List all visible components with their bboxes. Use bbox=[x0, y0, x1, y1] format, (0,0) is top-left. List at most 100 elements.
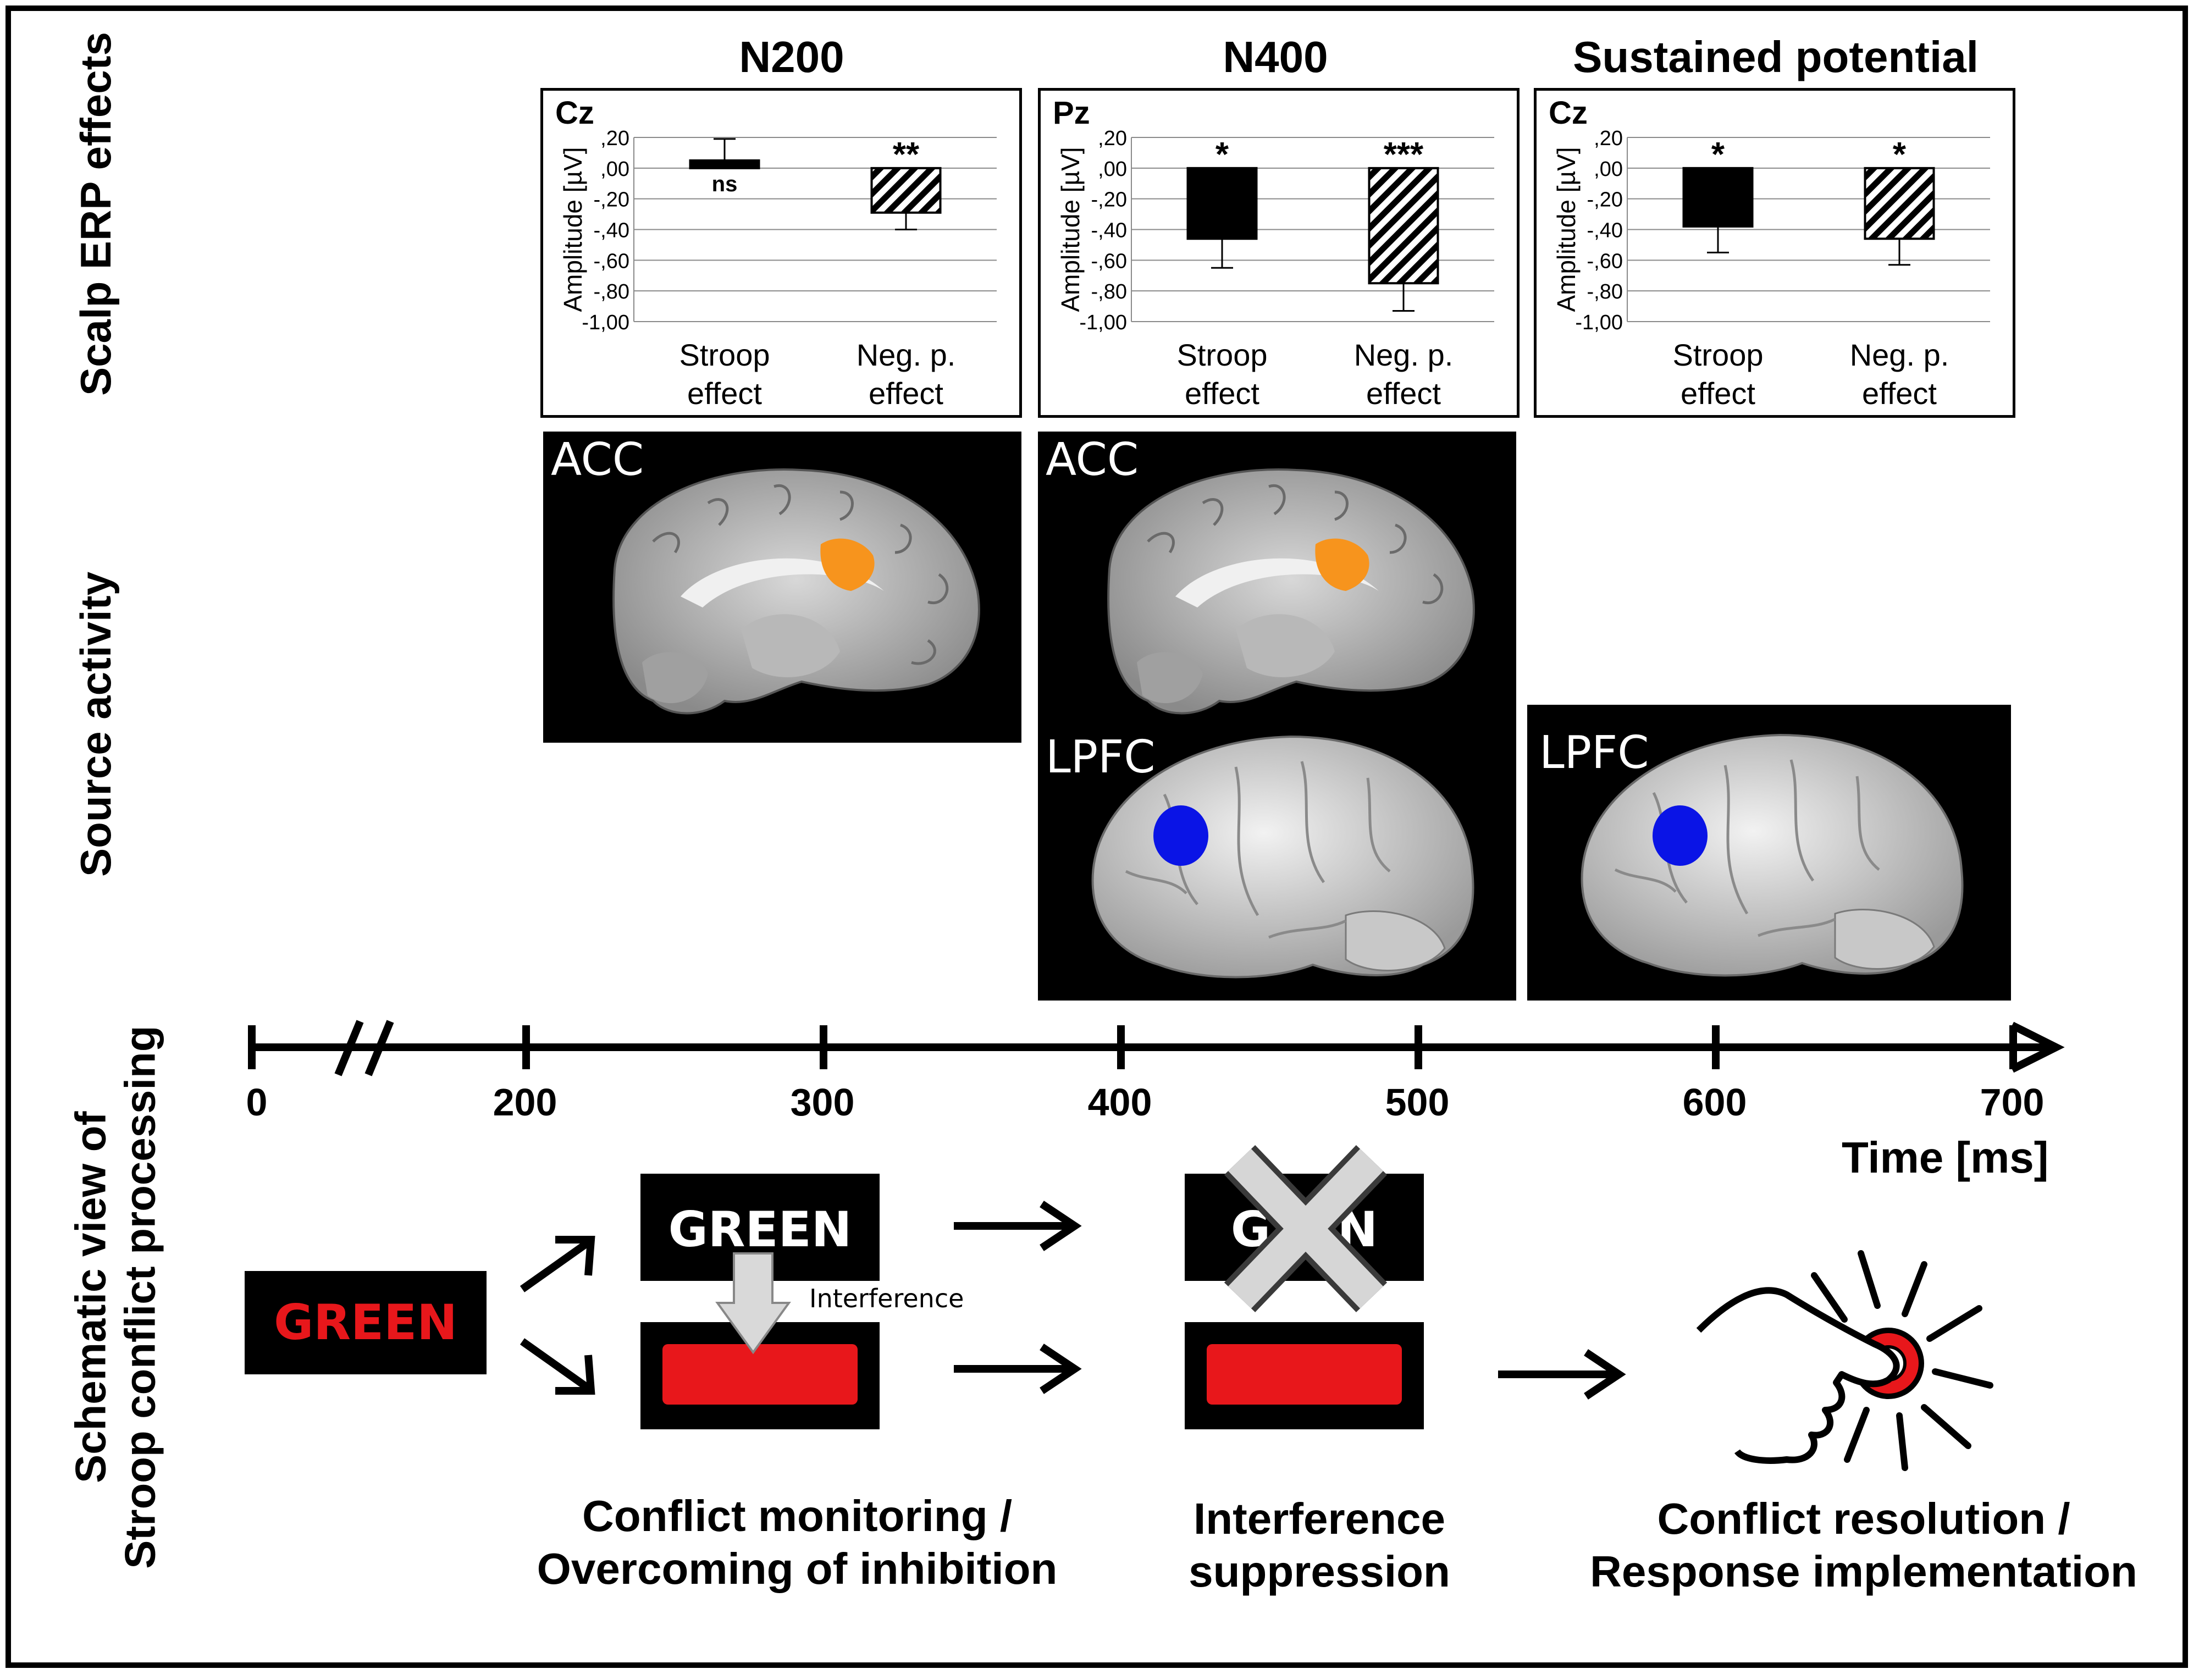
significance-label: ns bbox=[712, 172, 738, 196]
category-label: effect bbox=[687, 376, 762, 411]
phase-caption-suppression: Interference suppression bbox=[1189, 1494, 1450, 1596]
tick-label-500: 500 bbox=[1385, 1081, 1450, 1124]
y-tick-label: -,60 bbox=[594, 250, 629, 273]
figure-frame bbox=[5, 5, 2188, 1668]
y-tick-label: ,20 bbox=[1594, 127, 1623, 150]
y-tick-label: -,20 bbox=[1091, 189, 1127, 212]
row-label-scalp: Scalp ERP effects bbox=[71, 31, 120, 396]
brain-image-sustained-lpfc: LPFC bbox=[1527, 705, 2011, 1001]
y-tick-label: -,40 bbox=[594, 219, 629, 242]
tick-label-400: 400 bbox=[1087, 1081, 1152, 1124]
color-patch bbox=[662, 1344, 858, 1405]
significance-label: ** bbox=[893, 136, 920, 174]
bar bbox=[870, 167, 942, 214]
y-tick-label: -1,00 bbox=[582, 311, 629, 334]
lpfc-region bbox=[1153, 805, 1208, 866]
phase-caption-resolution: Conflict resolution / Response implement… bbox=[1590, 1494, 2137, 1596]
hand-pressing-button-icon bbox=[1696, 1250, 1993, 1471]
y-tick-label: ,00 bbox=[1098, 158, 1127, 181]
y-axis-label: Amplitude [µV] bbox=[1056, 147, 1085, 312]
interference-arrow-icon bbox=[715, 1252, 791, 1355]
bar bbox=[1682, 167, 1754, 228]
y-tick-label: ,00 bbox=[600, 158, 629, 181]
column-title-sustained: Sustained potential bbox=[1573, 32, 1979, 81]
significance-label: * bbox=[1893, 136, 1907, 174]
electrode-label: Pz bbox=[1053, 95, 1090, 131]
y-tick-label: -1,00 bbox=[1575, 311, 1623, 334]
tick-label-200: 200 bbox=[493, 1081, 557, 1124]
right-arrows-icon bbox=[954, 1201, 1082, 1394]
category-label: Stroop bbox=[679, 338, 770, 372]
right-arrow-icon bbox=[1498, 1349, 1626, 1400]
category-label: effect bbox=[1185, 376, 1259, 411]
y-tick-label: -,80 bbox=[1587, 280, 1623, 303]
tick-label-0: 0 bbox=[246, 1081, 268, 1124]
category-label: effect bbox=[869, 376, 943, 411]
column-title-n400: N400 bbox=[1223, 32, 1328, 81]
word-reading-text: GREEN bbox=[668, 1201, 852, 1258]
sagittal-brain-icon bbox=[1107, 468, 1475, 715]
category-label: effect bbox=[1366, 376, 1441, 411]
brain-image-n400: ACC LPFC bbox=[1038, 432, 1516, 1001]
acc-region bbox=[1315, 538, 1369, 591]
bar bbox=[1186, 167, 1258, 240]
category-label: effect bbox=[1681, 376, 1755, 411]
y-tick-label: ,20 bbox=[1098, 127, 1127, 150]
interference-label: Interference bbox=[809, 1284, 964, 1313]
stimulus-word: GREEN bbox=[274, 1294, 457, 1351]
lpfc-region bbox=[1653, 805, 1708, 866]
significance-label: *** bbox=[1384, 136, 1424, 174]
acc-region bbox=[820, 538, 875, 591]
lateral-brain-icon bbox=[1091, 735, 1474, 979]
electrode-label: Cz bbox=[1549, 95, 1588, 131]
bar bbox=[1864, 167, 1935, 240]
phase-caption-monitoring: Conflict monitoring / Overcoming of inhi… bbox=[537, 1491, 1058, 1593]
color-naming-box-suppressed bbox=[1185, 1322, 1424, 1429]
y-tick-label: -,80 bbox=[594, 280, 629, 303]
y-tick-label: -1,00 bbox=[1079, 311, 1127, 334]
electrode-label: Cz bbox=[555, 95, 594, 131]
stimulus-word-box: GREEN bbox=[245, 1271, 487, 1374]
sagittal-brain-icon bbox=[612, 468, 980, 715]
y-axis-label: Amplitude [µV] bbox=[1552, 147, 1581, 312]
y-tick-label: -,60 bbox=[1587, 250, 1623, 273]
cross-out-icon bbox=[1224, 1145, 1388, 1313]
y-axis-label: Amplitude [µV] bbox=[559, 147, 587, 312]
category-label: Neg. p. bbox=[1850, 338, 1949, 372]
brain-image-n200-acc: ACC bbox=[543, 432, 1021, 743]
y-tick-label: -,20 bbox=[1587, 189, 1623, 212]
category-label: Neg. p. bbox=[857, 338, 956, 372]
category-label: effect bbox=[1862, 376, 1937, 411]
tick-label-300: 300 bbox=[790, 1081, 855, 1124]
brain-label-lpfc: LPFC bbox=[1539, 727, 1649, 779]
bar bbox=[1368, 167, 1439, 285]
y-tick-label: -,20 bbox=[594, 189, 629, 212]
significance-label: * bbox=[1711, 136, 1725, 174]
axis-label-time: Time [ms] bbox=[1842, 1133, 2049, 1182]
brain-label-acc: ACC bbox=[1046, 434, 1139, 486]
y-tick-label: -,60 bbox=[1091, 250, 1127, 273]
category-label: Stroop bbox=[1177, 338, 1268, 372]
row-label-source: Source activity bbox=[71, 571, 120, 877]
y-tick-label: ,00 bbox=[1594, 158, 1623, 181]
y-tick-label: ,20 bbox=[600, 127, 629, 150]
word-reading-box: GREEN bbox=[640, 1174, 880, 1281]
axis-break-mark bbox=[334, 1020, 364, 1076]
axis-break-mark bbox=[364, 1020, 394, 1076]
brain-label-lpfc: LPFC bbox=[1046, 731, 1156, 783]
y-tick-label: -,40 bbox=[1587, 219, 1623, 242]
tick-label-700: 700 bbox=[1980, 1081, 2045, 1124]
lateral-brain-icon bbox=[1581, 733, 1964, 977]
color-naming-box bbox=[640, 1322, 880, 1429]
branch-arrows-icon bbox=[520, 1236, 595, 1395]
brain-label-acc: ACC bbox=[551, 434, 644, 486]
tick-label-600: 600 bbox=[1682, 1081, 1747, 1124]
y-tick-label: -,80 bbox=[1091, 280, 1127, 303]
category-label: Stroop bbox=[1673, 338, 1764, 372]
